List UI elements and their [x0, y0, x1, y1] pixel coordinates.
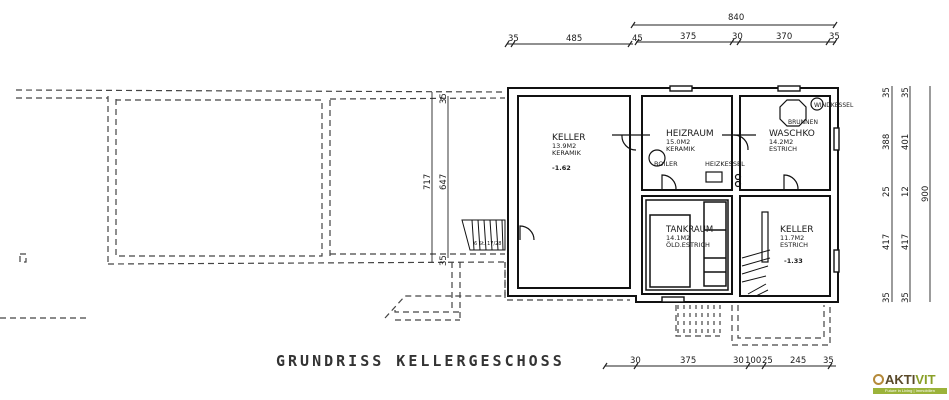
svg-text:BOILER: BOILER — [654, 160, 678, 168]
dashed-outline-structures — [0, 89, 831, 346]
drawing-title: GRUNDRISS KELLERGESCHOSS — [276, 352, 565, 370]
windows — [661, 85, 840, 303]
door-swings — [519, 134, 799, 241]
svg-text:375: 375 — [680, 356, 696, 366]
svg-text:25: 25 — [762, 356, 773, 366]
svg-text:35: 35 — [829, 32, 840, 42]
logo-tagline: Future in Living | Immobilien — [873, 388, 947, 394]
svg-text:-1.62: -1.62 — [552, 164, 571, 172]
svg-text:13.9M2: 13.9M2 — [552, 142, 576, 150]
svg-text:30: 30 — [733, 356, 744, 366]
svg-text:11.7M2: 11.7M2 — [780, 234, 804, 242]
svg-text:35: 35 — [882, 292, 892, 303]
svg-text:25: 25 — [882, 186, 892, 197]
svg-text:900: 900 — [921, 186, 931, 202]
svg-text:14.1M2: 14.1M2 — [666, 234, 690, 242]
fixture-labels: BOILER HEIZKESSEL BRUNNEN WINDKESSEL 6 S… — [474, 102, 854, 247]
logo-brand-b: VIT — [915, 372, 936, 387]
building-walls — [507, 87, 839, 303]
svg-text:45: 45 — [632, 34, 643, 44]
svg-text:6 St. 17/28: 6 St. 17/28 — [474, 241, 502, 247]
dimension-lines — [431, 24, 931, 367]
svg-text:647: 647 — [439, 174, 449, 190]
svg-text:HEIZKESSEL: HEIZKESSEL — [705, 160, 745, 168]
svg-text:35: 35 — [823, 356, 834, 366]
svg-text:100: 100 — [745, 356, 761, 366]
svg-text:-1.33: -1.33 — [784, 257, 803, 265]
svg-text:485: 485 — [566, 34, 582, 44]
svg-text:417: 417 — [901, 234, 911, 250]
svg-text:KELLER: KELLER — [780, 225, 814, 235]
logo-emblem-icon — [873, 374, 884, 385]
svg-text:840: 840 — [728, 13, 744, 23]
svg-text:388: 388 — [882, 134, 892, 150]
svg-text:14.2M2: 14.2M2 — [769, 138, 793, 146]
svg-text:KERAMIK: KERAMIK — [552, 149, 582, 157]
svg-text:717: 717 — [423, 174, 433, 190]
stairs — [461, 219, 771, 297]
svg-text:WASCHKO: WASCHKO — [769, 129, 815, 139]
room-labels: KELLER 13.9M2 KERAMIK -1.62 HEIZRAUM 15.… — [552, 129, 815, 265]
svg-text:ÖLD.ESTRICH: ÖLD.ESTRICH — [666, 240, 710, 249]
svg-text:15.0M2: 15.0M2 — [666, 138, 690, 146]
svg-text:ESTRICH: ESTRICH — [769, 145, 797, 153]
svg-text:35: 35 — [439, 255, 449, 266]
tank-walls — [645, 199, 729, 291]
svg-text:401: 401 — [901, 134, 911, 150]
svg-text:KERAMIK: KERAMIK — [666, 145, 696, 153]
dashed-ticks — [677, 305, 721, 335]
svg-text:35: 35 — [508, 34, 519, 44]
svg-text:30: 30 — [630, 356, 641, 366]
svg-text:ESTRICH: ESTRICH — [780, 241, 808, 249]
dimension-ticks — [504, 21, 838, 370]
logo-brand-a: AKTI — [885, 372, 916, 387]
svg-text:375: 375 — [680, 32, 696, 42]
svg-text:HEIZRAUM: HEIZRAUM — [666, 129, 714, 139]
svg-text:370: 370 — [776, 32, 792, 42]
svg-text:417: 417 — [882, 234, 892, 250]
svg-text:WINDKESSEL: WINDKESSEL — [814, 102, 854, 109]
svg-text:35: 35 — [901, 87, 911, 98]
svg-text:35: 35 — [882, 87, 892, 98]
svg-text:12: 12 — [901, 186, 911, 197]
svg-text:TANKRAUM: TANKRAUM — [665, 225, 713, 235]
fixtures — [648, 97, 824, 263]
dimension-labels: 840 35 485 45 375 30 370 35 30 375 30 10… — [423, 13, 931, 366]
svg-text:35: 35 — [901, 292, 911, 303]
svg-text:BRUNNEN: BRUNNEN — [788, 119, 818, 126]
svg-text:35: 35 — [439, 93, 449, 104]
svg-text:KELLER: KELLER — [552, 133, 586, 143]
svg-text:30: 30 — [732, 32, 743, 42]
svg-text:245: 245 — [790, 356, 806, 366]
